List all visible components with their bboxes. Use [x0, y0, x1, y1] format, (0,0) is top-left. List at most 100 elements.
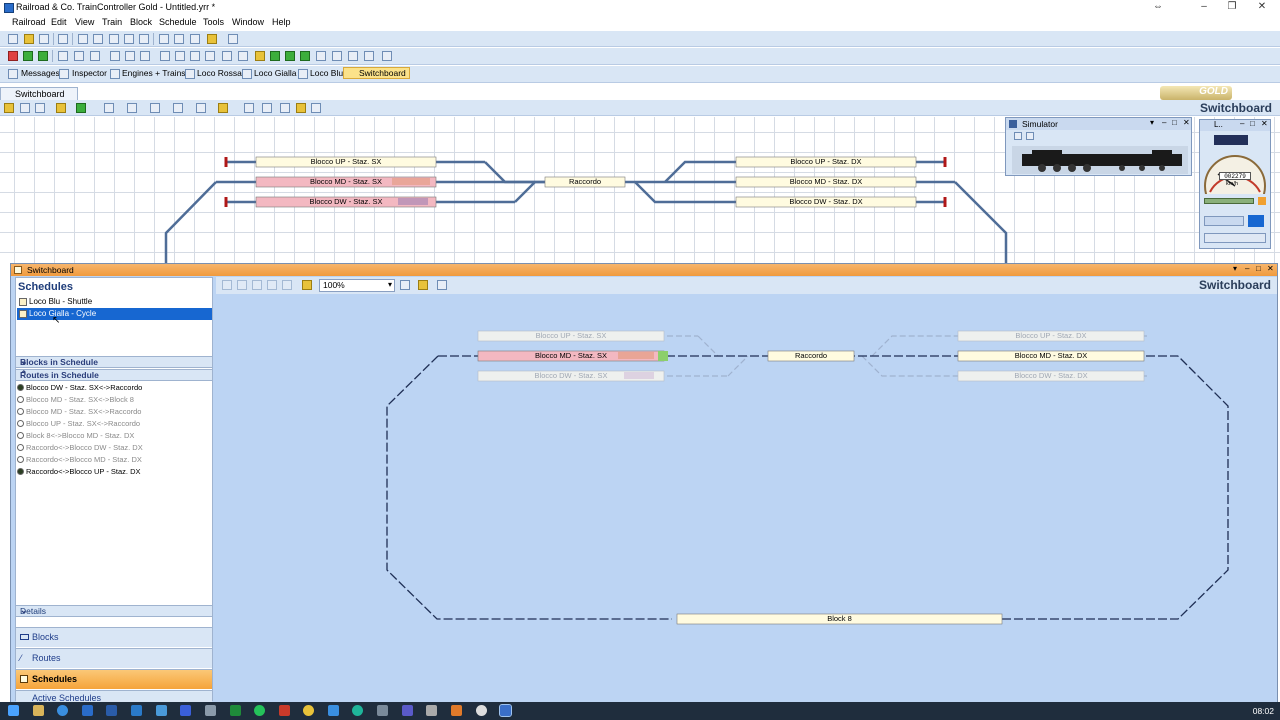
block-raccordo[interactable]: Raccordo [568, 177, 602, 186]
explorer-icon[interactable] [33, 705, 44, 716]
edit-mode-icon[interactable] [58, 51, 68, 61]
zoom-select[interactable]: 100% ▾ [319, 279, 395, 292]
nav-routes[interactable]: ⁄ Routes [16, 648, 212, 668]
power-icon[interactable] [23, 51, 33, 61]
save-icon[interactable] [39, 34, 49, 44]
more-icon[interactable] [382, 51, 392, 61]
open-icon[interactable] [24, 34, 34, 44]
grid-icon[interactable] [74, 51, 84, 61]
function-keys[interactable] [1248, 215, 1264, 227]
draw-switch-icon[interactable] [127, 103, 137, 113]
forward-icon[interactable] [252, 280, 262, 290]
block-raccordo[interactable]: Raccordo [794, 351, 828, 360]
block-icon[interactable] [222, 51, 232, 61]
print-icon[interactable] [58, 34, 68, 44]
direction-icon[interactable] [1258, 197, 1266, 205]
block-up-sx[interactable]: Blocco UP - Staz. SX [310, 157, 382, 166]
draw-route-icon[interactable] [196, 103, 206, 113]
draw-block-icon[interactable] [173, 103, 183, 113]
maximize-icon[interactable]: □ [1172, 118, 1177, 127]
route-item[interactable]: Block 8<->Blocco MD - Staz. DX [17, 431, 134, 440]
chart-icon[interactable] [280, 103, 290, 113]
route-item[interactable]: Blocco MD - Staz. SX<->Block 8 [17, 395, 134, 404]
paste-icon[interactable] [139, 34, 149, 44]
block-md-sx[interactable]: Blocco MD - Staz. SX [534, 351, 608, 360]
back-icon[interactable] [237, 280, 247, 290]
undo-icon[interactable] [78, 34, 88, 44]
align-icon-2[interactable] [125, 51, 135, 61]
block-up-dx[interactable]: Blocco UP - Staz. DX [790, 157, 862, 166]
go-icon[interactable] [38, 51, 48, 61]
layout-icon[interactable] [90, 51, 100, 61]
app-icon[interactable] [426, 705, 437, 716]
block-md-sx[interactable]: Blocco MD - Staz. SX [309, 177, 383, 186]
menu-railroad[interactable]: Railroad [12, 17, 46, 27]
tools-icon[interactable] [207, 34, 217, 44]
hand-icon[interactable] [302, 280, 312, 290]
text-tool-icon[interactable] [244, 103, 254, 113]
new-icon[interactable] [8, 34, 18, 44]
draw-signal-icon[interactable] [150, 103, 160, 113]
switchboard-doc-tab[interactable]: Switchboard [0, 87, 78, 101]
edge-icon[interactable] [57, 705, 68, 716]
schedule-item-loco-blu[interactable]: Loco Blu - Shuttle [17, 296, 212, 308]
mail-icon[interactable] [156, 705, 167, 716]
menu-view[interactable]: View [75, 17, 95, 27]
zoom-fit-icon[interactable] [400, 280, 410, 290]
schedule-item-loco-gialla[interactable]: Loco Gialla - Cycle [17, 308, 212, 320]
menu-edit[interactable]: Edit [51, 17, 67, 27]
app-icon[interactable] [279, 705, 290, 716]
vlc-icon[interactable] [451, 705, 462, 716]
details-header[interactable]: Details ⌄ [16, 605, 212, 617]
signal-icon[interactable] [190, 51, 200, 61]
dropdown-icon[interactable]: ▾ [1150, 118, 1155, 127]
block-dw-sx[interactable]: Blocco DW - Staz. SX [534, 371, 608, 380]
close-icon[interactable]: ✕ [1183, 118, 1190, 127]
menu-help[interactable]: Help [272, 17, 291, 27]
brush-icon[interactable] [56, 103, 66, 113]
route-item[interactable]: Raccordo<->Blocco UP - Staz. DX [17, 467, 141, 476]
minimize-icon[interactable]: – [1240, 119, 1245, 128]
clock-icon[interactable] [296, 103, 306, 113]
function-bar[interactable] [1204, 216, 1244, 226]
block-dw-dx[interactable]: Blocco DW - Staz. DX [1014, 371, 1088, 380]
tab-engines-trains[interactable]: Engines + Trains [122, 68, 186, 78]
close-icon[interactable]: ✕ [1261, 119, 1268, 128]
link-icon-4[interactable] [364, 51, 374, 61]
select-tool-icon[interactable] [4, 103, 14, 113]
chrome-icon[interactable] [303, 705, 314, 716]
auto-icon[interactable] [300, 51, 310, 61]
settings-icon[interactable] [228, 34, 238, 44]
app-icon[interactable] [328, 705, 339, 716]
route-item[interactable]: Blocco MD - Staz. SX<->Raccordo [17, 407, 141, 416]
zoom-select-icon[interactable] [418, 280, 428, 290]
block-8[interactable]: Block 8 [827, 614, 852, 623]
nav-active-schedules[interactable]: Active Schedules [16, 690, 212, 703]
maximize-icon[interactable]: □ [1256, 264, 1261, 273]
first-icon[interactable] [222, 280, 232, 290]
menu-schedule[interactable]: Schedule [159, 17, 197, 27]
minimize-icon[interactable]: – [1162, 118, 1167, 127]
emergency-stop-icon[interactable] [8, 51, 18, 61]
pencil-tool-icon[interactable] [35, 103, 45, 113]
cut-icon[interactable] [109, 34, 119, 44]
close-icon[interactable]: ✕ [1267, 264, 1274, 273]
app-icon[interactable] [352, 705, 363, 716]
block-dw-dx[interactable]: Blocco DW - Staz. DX [789, 197, 863, 206]
track-icon[interactable] [205, 51, 215, 61]
dropdown-icon[interactable]: ▾ [1233, 264, 1238, 273]
minimize-icon[interactable]: – [1245, 264, 1250, 273]
menu-window[interactable]: Window [232, 17, 265, 27]
whatsapp-icon[interactable] [254, 705, 265, 716]
turnout-icon[interactable] [160, 51, 170, 61]
menu-train[interactable]: Train [102, 17, 123, 27]
menu-tools[interactable]: Tools [203, 17, 225, 27]
tab-switchboard[interactable]: Switchboard [343, 67, 410, 79]
align-icon-3[interactable] [140, 51, 150, 61]
route-item[interactable]: Blocco DW - Staz. SX<->Raccordo [17, 383, 142, 392]
picture-icon[interactable] [311, 103, 321, 113]
block-dw-sx[interactable]: Blocco DW - Staz. SX [309, 197, 383, 206]
link-icon-2[interactable] [332, 51, 342, 61]
resize-icon[interactable]: ⇔ [1153, 1, 1163, 12]
traincontroller-icon[interactable] [499, 704, 512, 717]
